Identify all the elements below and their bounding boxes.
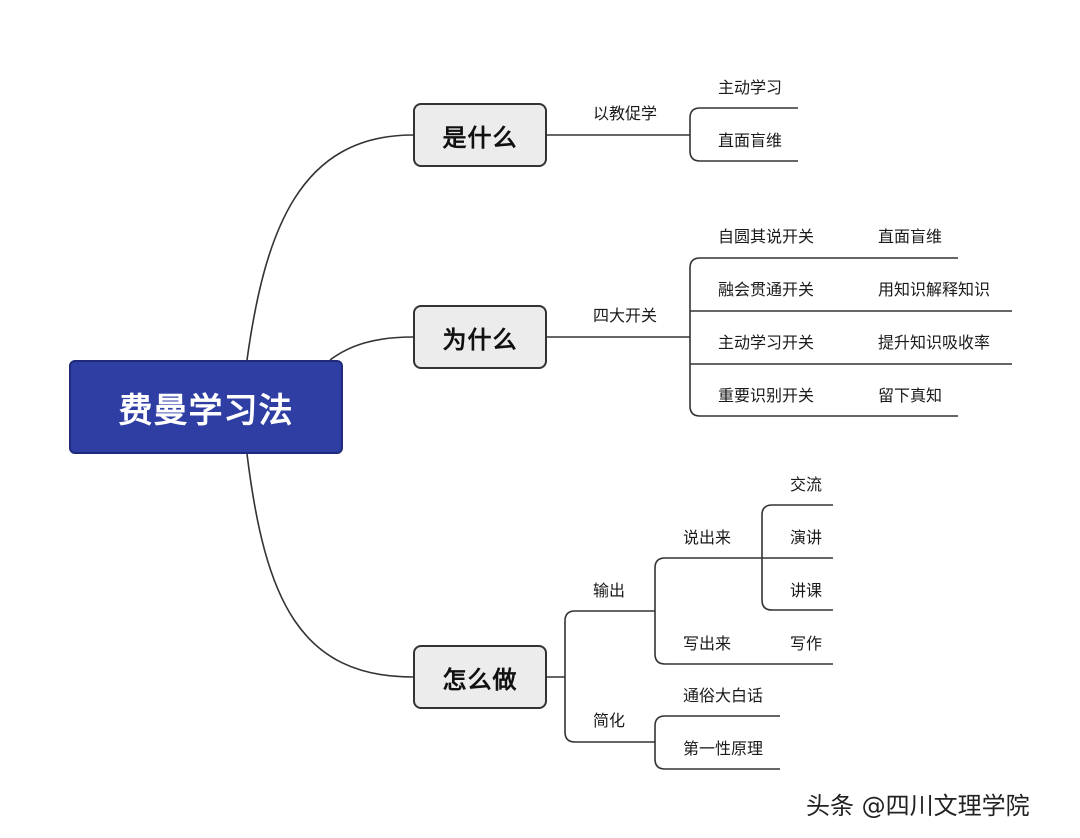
leaf-label: 讲课 xyxy=(790,581,823,600)
node-what: 是什么 xyxy=(413,103,547,167)
connector-root-why xyxy=(329,336,414,361)
watermark: 头条 @四川文理学院 xyxy=(806,792,1030,820)
effect-label: 直面盲维 xyxy=(878,227,943,246)
sub-label-output: 输出 xyxy=(593,581,626,600)
switch-label: 自圆其说开关 xyxy=(718,227,815,246)
connector-root-what xyxy=(246,134,414,361)
node-how: 怎么做 xyxy=(413,645,547,709)
leaf-label: 第一性原理 xyxy=(683,739,764,758)
effect-label: 留下真知 xyxy=(878,386,943,405)
bracket-speak xyxy=(761,504,833,611)
leaf-label: 演讲 xyxy=(790,528,823,547)
sub-label-simplify: 简化 xyxy=(593,711,626,730)
effect-label: 提升知识吸收率 xyxy=(878,333,991,352)
switch-label: 融会贯通开关 xyxy=(718,280,815,299)
switch-label: 重要识别开关 xyxy=(718,386,815,405)
leaf-label: 直面盲维 xyxy=(718,131,783,150)
leaf-label: 写作 xyxy=(790,634,823,653)
leaf-label: 通俗大白话 xyxy=(683,686,764,705)
effect-label: 用知识解释知识 xyxy=(878,280,991,299)
bracket-simplify xyxy=(654,715,780,770)
connector-root-how xyxy=(246,453,414,678)
bracket-why xyxy=(689,257,958,417)
sub-label-speak: 说出来 xyxy=(683,528,732,547)
leaf-label: 主动学习 xyxy=(718,78,783,97)
bracket-how xyxy=(564,610,655,743)
sub-label-why: 四大开关 xyxy=(593,306,658,325)
sub-label-write: 写出来 xyxy=(683,634,732,653)
switch-label: 主动学习开关 xyxy=(718,333,815,352)
sub-label-what: 以教促学 xyxy=(593,104,658,123)
leaf-label: 交流 xyxy=(790,475,823,494)
bracket-output xyxy=(654,557,833,665)
bracket-what xyxy=(689,107,798,162)
root-node: 费曼学习法 xyxy=(69,360,343,454)
node-why: 为什么 xyxy=(413,305,547,369)
